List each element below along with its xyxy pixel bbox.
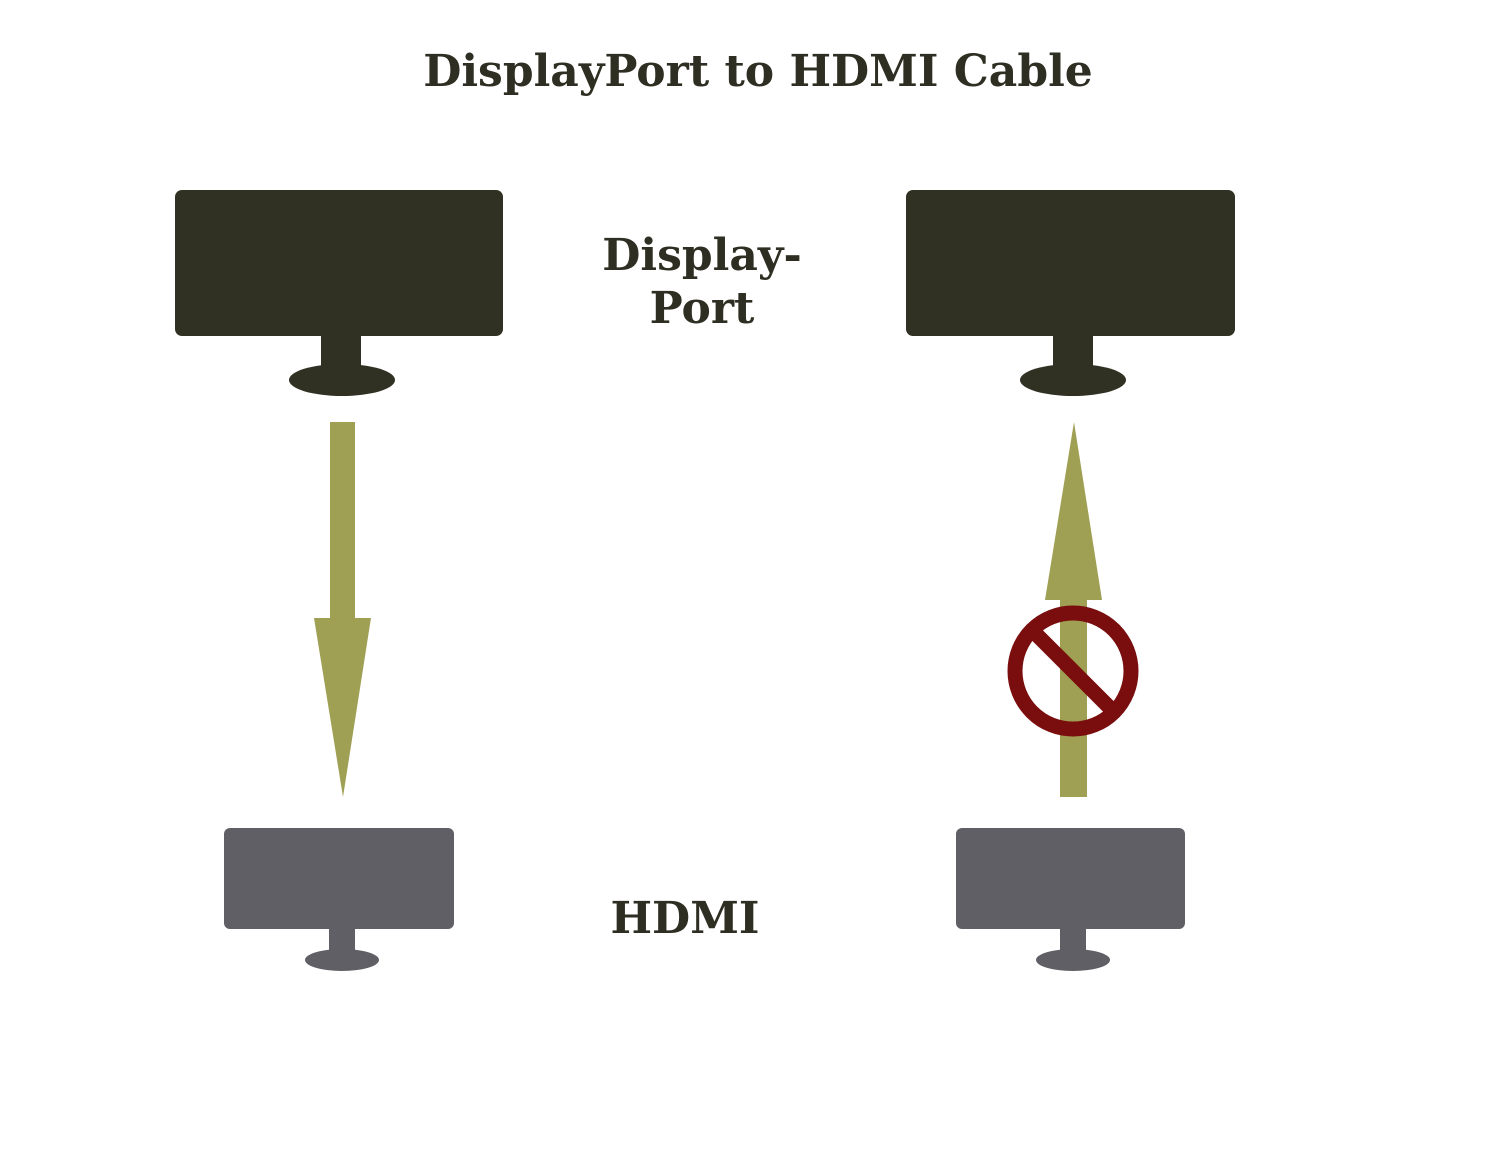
hdmi-monitor-right-icon	[956, 828, 1185, 971]
diagram-title: DisplayPort to HDMI Cable	[423, 46, 1093, 97]
displayport-label-line2: Port	[650, 283, 755, 334]
arrow-up-icon	[1045, 422, 1102, 797]
hdmi-monitor-left-icon	[224, 828, 454, 971]
arrow-down-icon	[314, 422, 371, 797]
hdmi-label: HDMI	[610, 893, 759, 944]
displayport-monitor-left-icon	[175, 190, 503, 396]
prohibited-icon	[1007, 605, 1139, 737]
displayport-monitor-right-icon	[906, 190, 1235, 396]
displayport-label-line1: Display-	[602, 230, 801, 281]
